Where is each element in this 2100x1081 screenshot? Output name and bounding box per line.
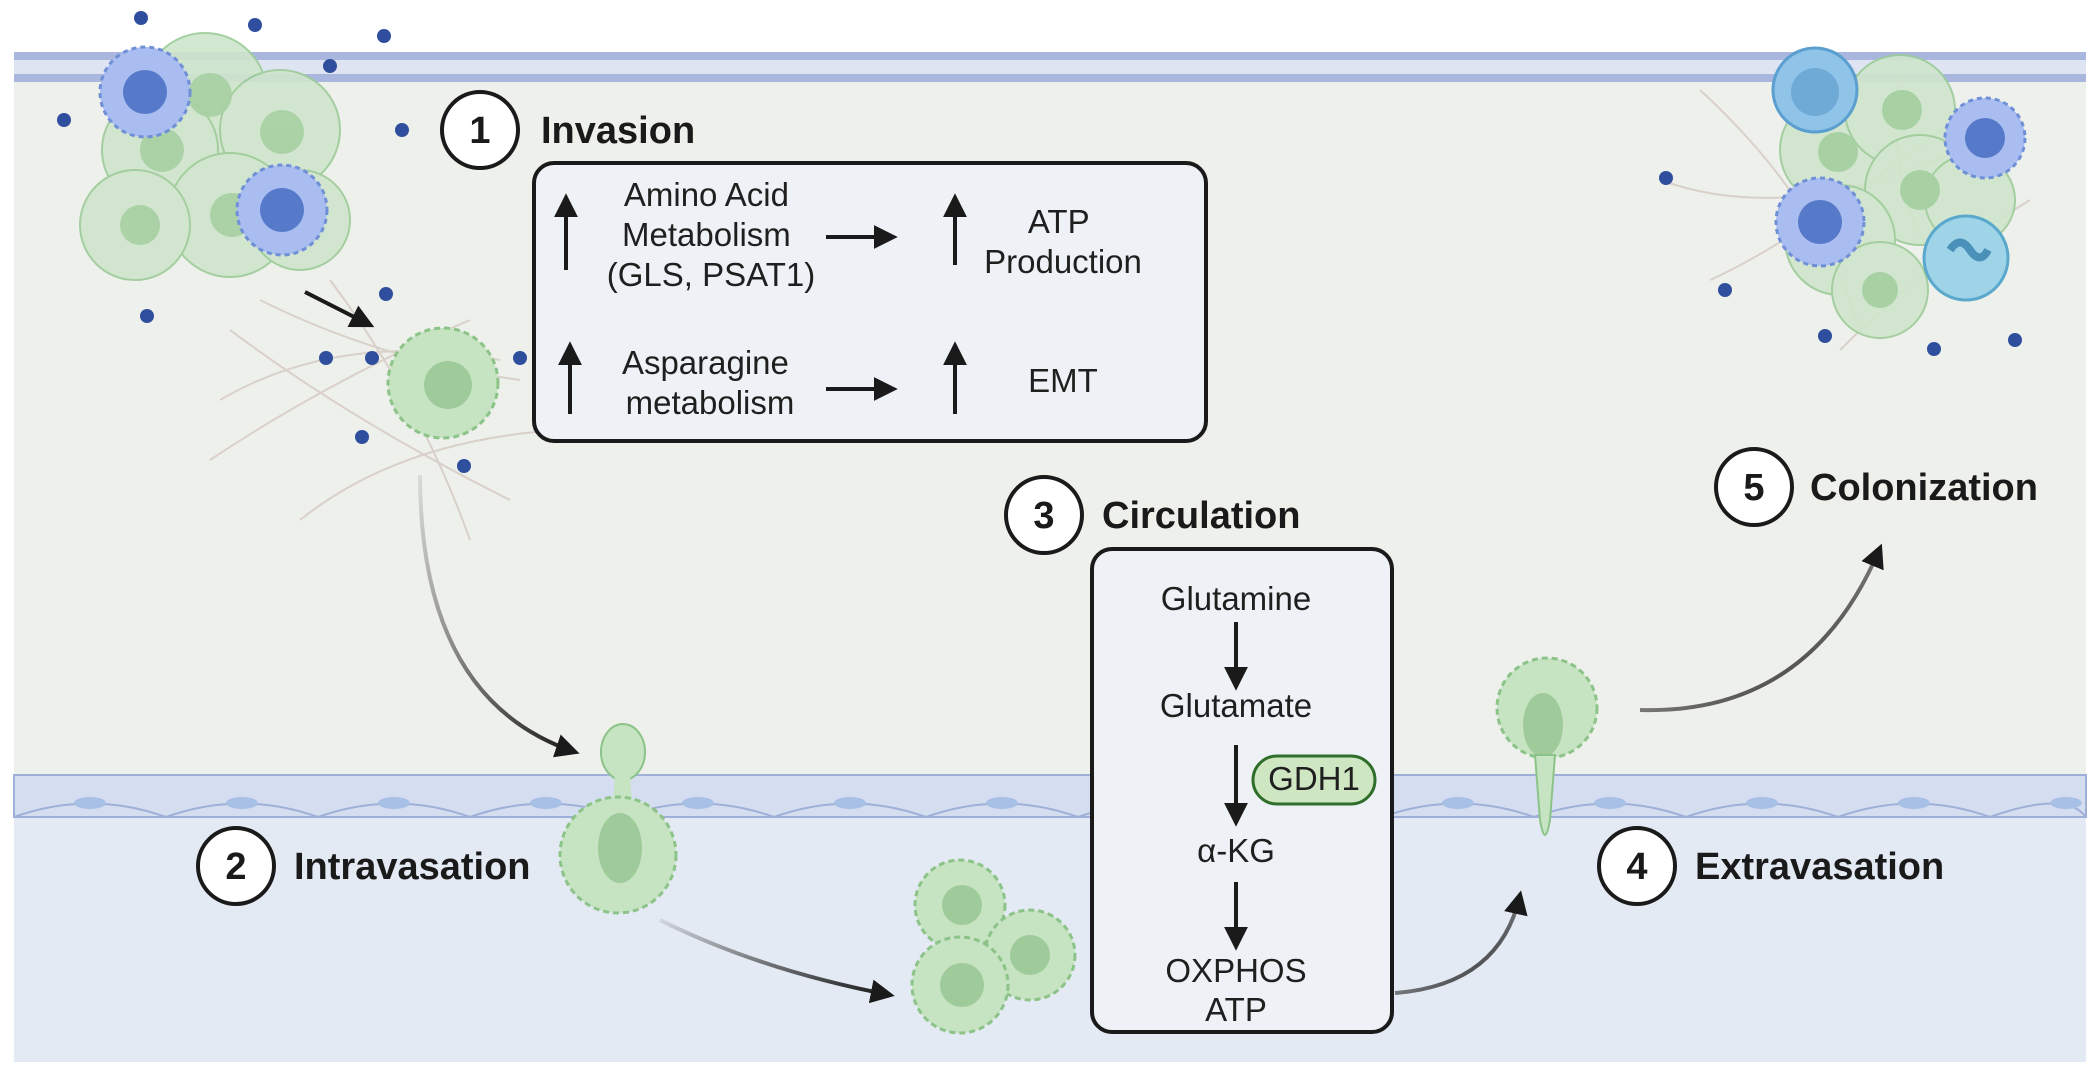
asparagine-label: Asparagine metabolism	[622, 344, 798, 421]
endothelial-nucleus	[530, 797, 562, 809]
immune-cell-right-3	[1774, 176, 1866, 268]
neutrophil-right	[1922, 214, 2010, 302]
invasion-metabolism-box: Amino Acid Metabolism (GLS, PSAT1) ATP P…	[532, 161, 1208, 443]
atp-production-label: ATP Production	[984, 203, 1142, 280]
endothelial-nucleus	[1442, 797, 1474, 809]
immune-cell-left-2	[235, 163, 329, 257]
endothelial-nucleus	[226, 797, 258, 809]
aa-metabolism-label: Amino Acid Metabolism (GLS, PSAT1)	[607, 176, 815, 293]
invading-tumor-cell	[386, 326, 500, 440]
immune-cell-right-2	[1943, 96, 2027, 180]
endothelial-band	[13, 774, 2087, 818]
endothelial-nucleus	[1898, 797, 1930, 809]
step-5-title: Colonization	[1810, 467, 2038, 509]
step-2-number: 2	[225, 846, 246, 888]
endothelial-nucleus	[1594, 797, 1626, 809]
endothelial-layer	[13, 774, 2087, 818]
endothelial-nucleus	[1746, 797, 1778, 809]
circulating-tumor-cluster	[910, 858, 1077, 1035]
emt-label: EMT	[1028, 362, 1098, 399]
top-membrane	[14, 52, 2086, 82]
glutamine-label: Glutamine	[1161, 580, 1311, 617]
step-3-title: Circulation	[1102, 495, 1300, 537]
step-1: 1 Invasion	[440, 90, 695, 170]
circulation-arrow	[659, 918, 895, 1004]
endothelial-nucleus	[74, 797, 106, 809]
intravasating-cell	[558, 723, 678, 915]
endothelial-nucleus	[2050, 797, 2082, 809]
oxphos-label: OXPHOS	[1165, 952, 1306, 989]
step-2-title: Intravasation	[294, 846, 531, 888]
alpha-kg-label: α-KG	[1197, 832, 1275, 869]
step-3: 3 Circulation	[1004, 475, 1300, 555]
immune-cell-right-1	[1771, 46, 1859, 134]
invasion-arrow	[304, 290, 375, 328]
step-1-number: 1	[469, 110, 490, 152]
metastatic-niche-cluster	[1779, 54, 2016, 339]
endothelial-nucleus	[682, 797, 714, 809]
immune-cell-left-1	[98, 45, 192, 139]
intravasation-arrow	[418, 474, 580, 758]
endothelial-nucleus	[986, 797, 1018, 809]
secreted-factors-right	[1659, 171, 2022, 356]
step-1-title: Invasion	[541, 110, 695, 152]
step-5-number: 5	[1743, 467, 1764, 509]
secreted-factors-left	[57, 11, 527, 473]
circulation-metabolism-box: Glutamine Glutamate GDH1 α-KG OXPHOS ATP	[1090, 547, 1394, 1034]
step-3-number: 3	[1033, 495, 1054, 537]
gdh1-label: GDH1	[1268, 760, 1360, 797]
step-2: 2 Intravasation	[196, 826, 531, 906]
step-4-number: 4	[1626, 846, 1647, 888]
glutamate-label: Glutamate	[1160, 687, 1312, 724]
endothelial-nucleus	[378, 797, 410, 809]
extravasation-arrow	[1394, 890, 1528, 995]
step-4-title: Extravasation	[1695, 846, 1944, 888]
endothelial-nucleus	[834, 797, 866, 809]
extravasating-cell	[1495, 656, 1599, 836]
step-5: 5 Colonization	[1714, 447, 2038, 527]
colonization-arrow	[1639, 543, 1884, 713]
atp-label: ATP	[1205, 991, 1267, 1028]
gdh1-enzyme-badge	[1251, 754, 1377, 806]
step-4: 4 Extravasation	[1597, 826, 1944, 906]
